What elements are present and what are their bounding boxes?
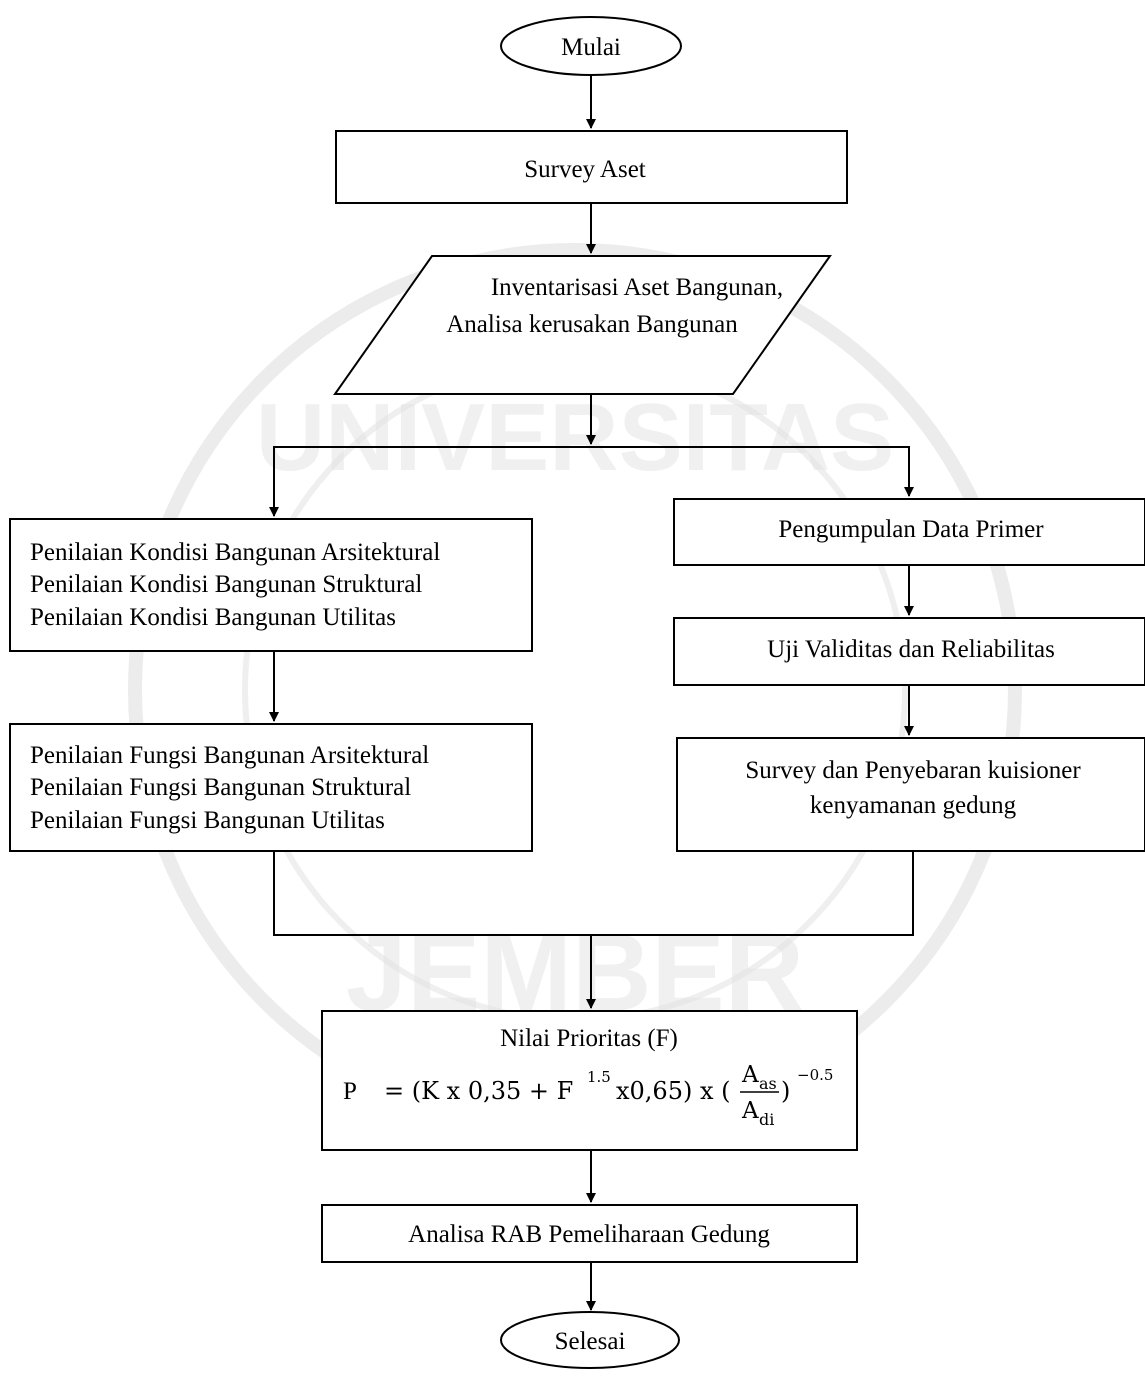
inventory-node: Inventarisasi Aset Bangunan, Analisa ker…	[333, 255, 832, 395]
fraction-numerator: A	[741, 1062, 759, 1088]
priority-node: Nilai Prioritas (F) P = (K x 0,35 + F 1.…	[321, 1010, 858, 1151]
primary-data-node: Pengumpulan Data Primer	[673, 498, 1145, 566]
formula-outer-exponent: −0.5	[797, 1066, 833, 1084]
function-node: Penilaian Fungsi Bangunan Arsitektural P…	[9, 723, 533, 852]
priority-title: Nilai Prioritas (F)	[500, 1025, 678, 1052]
rab-label: Analisa RAB Pemeliharaan Gedung	[408, 1221, 770, 1248]
survey-node: Survey Aset	[335, 130, 848, 204]
inventory-line-2: Analisa kerusakan Bangunan	[446, 311, 738, 338]
validity-node: Uji Validitas dan Reliabilitas	[673, 617, 1145, 686]
questionnaire-node: Survey dan Penyebaran kuisioner kenyaman…	[676, 737, 1145, 852]
questionnaire-line-2: kenyamanan gedung	[810, 792, 1017, 819]
validity-label: Uji Validitas dan Reliabilitas	[767, 636, 1055, 663]
formula-exponent: 1.5	[587, 1068, 611, 1086]
questionnaire-line-1: Survey dan Penyebaran kuisioner	[745, 757, 1081, 784]
condition-line-3: Penilaian Kondisi Bangunan Utilitas	[30, 604, 396, 631]
condition-line-1: Penilaian Kondisi Bangunan Arsitektural	[30, 539, 440, 566]
condition-node: Penilaian Kondisi Bangunan Arsitektural …	[9, 518, 533, 652]
primary-data-label: Pengumpulan Data Primer	[778, 516, 1044, 543]
survey-label: Survey Aset	[524, 156, 646, 183]
end-label: Selesai	[555, 1328, 626, 1355]
condition-line-2: Penilaian Kondisi Bangunan Struktural	[30, 571, 422, 598]
start-label: Mulai	[561, 34, 621, 61]
start-node: Mulai	[500, 16, 682, 76]
fraction-denominator: A	[741, 1098, 759, 1124]
function-line-3: Penilaian Fungsi Bangunan Utilitas	[30, 807, 385, 834]
function-line-2: Penilaian Fungsi Bangunan Struktural	[30, 774, 411, 801]
inventory-line-1: Inventarisasi Aset Bangunan,	[491, 274, 783, 301]
merge-line	[273, 851, 914, 936]
formula-lhs: P	[343, 1078, 357, 1105]
end-node: Selesai	[500, 1311, 680, 1369]
rab-node: Analisa RAB Pemeliharaan Gedung	[321, 1204, 858, 1263]
watermark-upper: UNIVERSITAS	[256, 384, 894, 491]
formula-main: = (K x 0,35 + F	[384, 1077, 573, 1105]
formula-rest: x0,65) x (	[616, 1077, 731, 1105]
fraction-numerator-sub: as	[759, 1074, 777, 1093]
connectors	[269, 74, 914, 1311]
function-line-1: Penilaian Fungsi Bangunan Arsitektural	[30, 742, 429, 769]
fraction-denominator-sub: di	[759, 1110, 774, 1129]
formula-close: )	[781, 1077, 790, 1105]
